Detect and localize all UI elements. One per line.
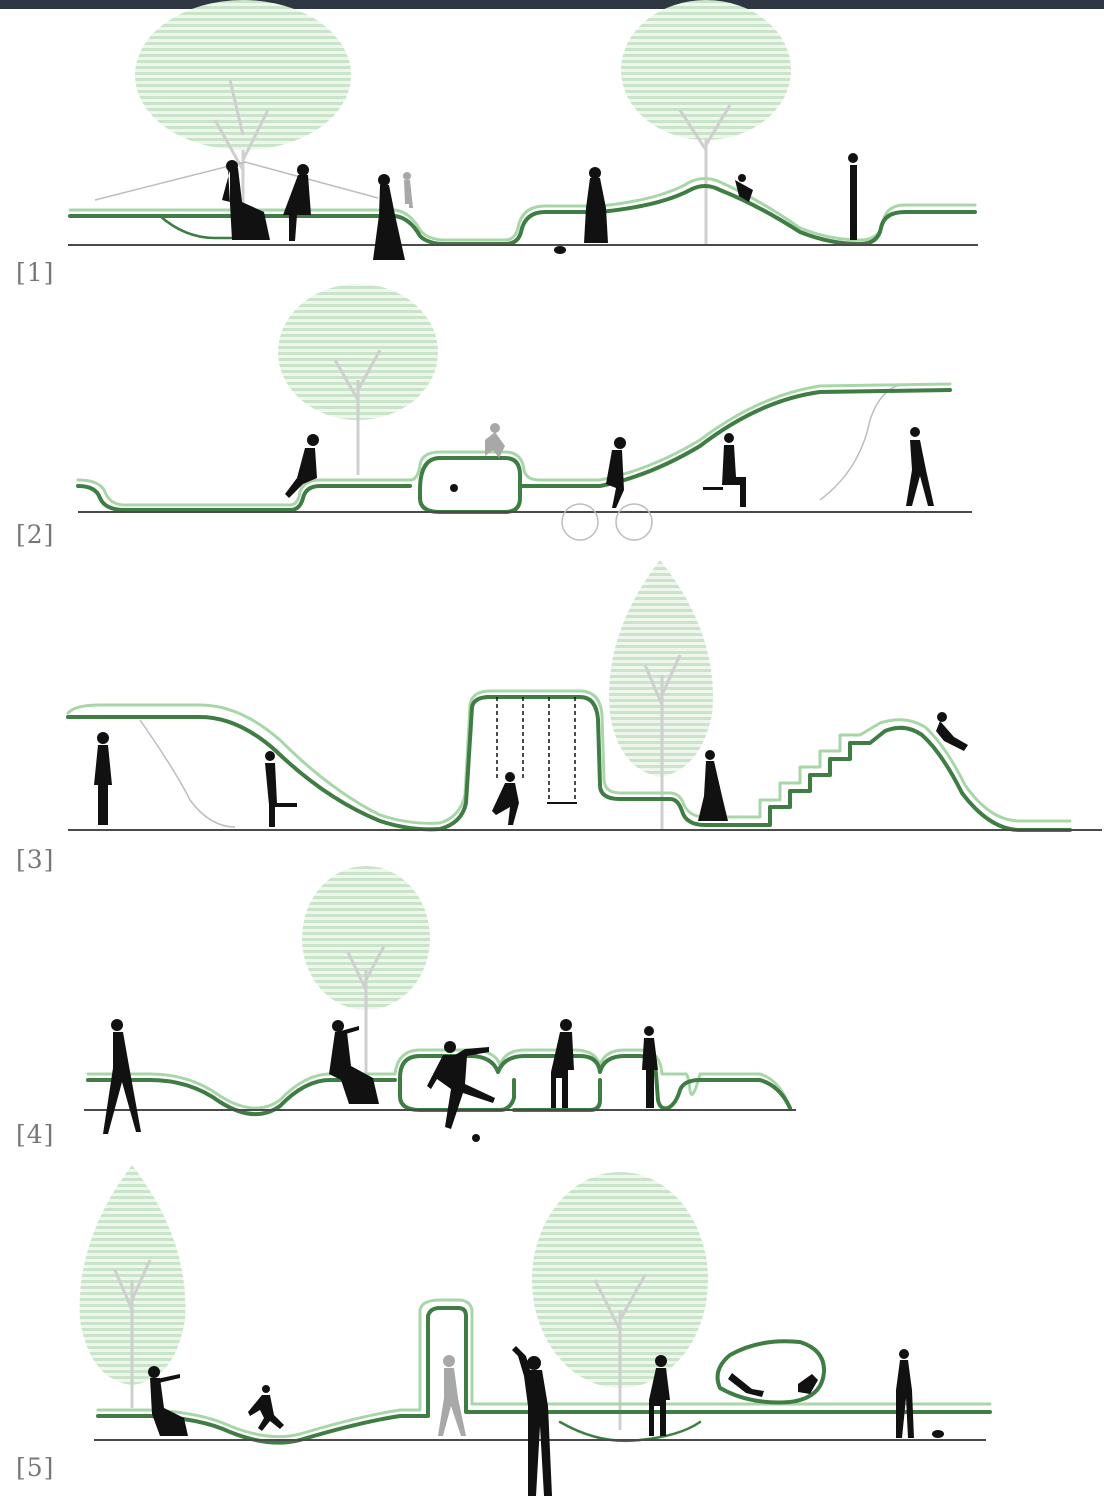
section-5: [5] (0, 1160, 1104, 1500)
person-sliding-1f (735, 174, 753, 202)
person-grey-1d (403, 172, 413, 208)
person-seated-2d (703, 433, 746, 507)
band-1-bench-curve (158, 214, 242, 240)
loop-5 (715, 1339, 827, 1405)
section-label: [3] (16, 845, 55, 874)
person-grey-walking-5c (438, 1355, 466, 1436)
section-4-drawing (84, 866, 796, 1142)
person-standing-3a (94, 732, 112, 825)
band-outline-1 (68, 177, 977, 242)
section-3-drawing (66, 560, 1102, 832)
person-jumping-2b (485, 423, 505, 458)
ball-2 (450, 484, 458, 492)
section-1-drawing (68, 0, 978, 260)
band-4 (86, 1054, 792, 1117)
ghost-curve-2 (819, 384, 901, 501)
tree-1b (621, 0, 791, 245)
person-running-5b (248, 1385, 284, 1431)
person-seated-1b (283, 164, 311, 241)
shade-frame (94, 161, 379, 201)
tree-1a (135, 0, 351, 240)
person-sliding-3e (936, 712, 968, 751)
section-2-drawing (76, 284, 972, 541)
person-swinging-3c (492, 772, 519, 825)
person-standing-1g (848, 153, 858, 240)
band-5 (96, 1306, 992, 1445)
tree-5b (532, 1172, 708, 1430)
person-standing-1c (373, 174, 405, 260)
person-waving-5d (512, 1346, 552, 1496)
person-kicking-4c (427, 1041, 495, 1129)
person-walking-4a (103, 1019, 141, 1134)
band-1 (68, 184, 977, 246)
band-2 (76, 388, 952, 514)
section-4: [4] (0, 860, 1104, 1160)
person-seated-4d (551, 1019, 574, 1108)
section-label: [4] (16, 1120, 55, 1149)
person-standing-5g (896, 1349, 914, 1438)
window-header-bar (0, 0, 1104, 9)
bicycle-2 (561, 503, 653, 541)
band-5-dip (558, 1420, 702, 1443)
person-seated-5e (649, 1355, 670, 1436)
dog-5 (932, 1430, 944, 1438)
band-outline-5 (96, 1298, 992, 1439)
tree-2 (278, 284, 438, 475)
person-standing-4e (642, 1026, 658, 1108)
tree-4 (302, 866, 430, 1100)
section-label: [1] (16, 258, 55, 287)
section-3: [3] (0, 555, 1104, 875)
tree-5a (79, 1165, 186, 1408)
person-cycling-2c (606, 437, 626, 508)
section-5-drawing (79, 1165, 992, 1496)
person-seated-3b (265, 751, 297, 827)
tree-3 (609, 560, 713, 830)
section-label: [5] (16, 1453, 55, 1482)
person-reclining-5f (728, 1373, 818, 1397)
ghost-curve-3 (139, 719, 236, 828)
dog-1 (554, 246, 566, 254)
band-outline-2 (76, 382, 952, 507)
band-3 (66, 695, 1072, 832)
person-seated-1a (222, 160, 270, 240)
person-walking-2e (906, 427, 934, 506)
band-outline-3 (66, 689, 1072, 825)
person-standing-3d (698, 750, 728, 821)
person-seated-2a (285, 434, 319, 498)
section-label: [2] (16, 520, 55, 549)
section-1: [1] (0, 0, 1104, 290)
person-standing-1e (584, 167, 608, 243)
person-seated-5a (148, 1366, 188, 1436)
section-2: [2] (0, 280, 1104, 560)
band-outline-4 (86, 1048, 792, 1110)
person-seated-4b (329, 1020, 379, 1104)
swing-frame (496, 697, 576, 803)
ball-4 (472, 1134, 480, 1142)
